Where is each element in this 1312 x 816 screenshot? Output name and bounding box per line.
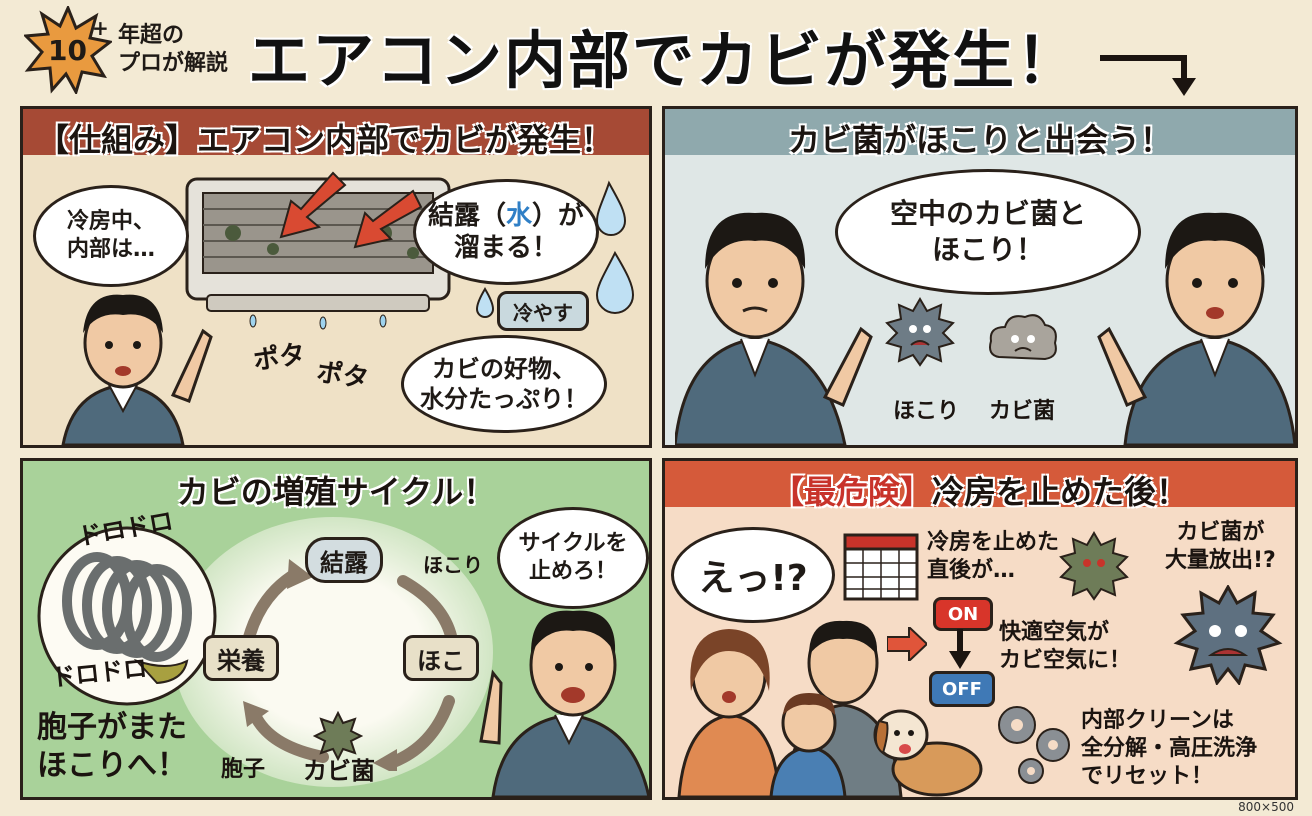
bubble-text-line: カビの好物、 [432, 355, 576, 383]
text-line: カビ空気に！ [999, 648, 1132, 673]
bubble-text-line: 溜まる！ [453, 233, 558, 263]
arrow-down-icon [949, 629, 971, 669]
title-after-cooling: 冷房を止めた後！ [932, 473, 1189, 511]
arrow-down-right-icon [1100, 55, 1196, 96]
speech-bubble-shock: えっ!? [671, 527, 835, 623]
bubble-text-line: 水分たっぷり！ [420, 385, 588, 413]
panel-most-dangerous: 【最危険】冷房を止めた後！ えっ!? 冷房を止めた 直後が… カビ菌が 大量放出… [662, 458, 1298, 800]
water-drop-icon [475, 287, 495, 318]
bubble-text-line: ほこり！ [931, 233, 1044, 266]
subtitle-line1: 年超の [118, 23, 185, 48]
speech-bubble-air: 空中のカビ菌とほこり！ [835, 169, 1141, 295]
speech-bubble-condensation: 結露（水）が 溜まる！ [413, 179, 599, 285]
text-cleaning-reset: 内部クリーンは 全分解・高圧洗浄 でリセット！ [1081, 707, 1257, 791]
text-line: 直後が… [927, 558, 1016, 583]
dust-cloud-creature-icon [989, 314, 1057, 361]
text-line: 冷房を止めた [927, 530, 1060, 555]
mold-spore-icon [313, 711, 363, 761]
panel-mechanism: 【仕組み】エアコン内部でカビが発生！ 冷房中、内部は… [20, 106, 652, 448]
text-line: カビ菌が [1176, 520, 1265, 545]
bubble-text-part: ）が [532, 201, 585, 231]
page-title: エアコン内部でカビが発生！ [248, 24, 1081, 97]
water-drops-icon [595, 180, 635, 314]
cycle-node-nutrition: 栄養 [203, 635, 279, 681]
cycle-label-spore: 胞子 [221, 757, 266, 782]
speech-bubble-cooling: 冷房中、内部は… [33, 185, 189, 287]
badge-number: 10 [48, 34, 87, 67]
sfx-drip-1: ポタ [251, 339, 308, 377]
text-line: でリセット！ [1081, 764, 1214, 789]
text-line: 全分解・高圧洗浄 [1081, 736, 1258, 761]
red-arrows-icon [279, 171, 423, 249]
angry-mold-germ-icon [1173, 585, 1283, 685]
text-line: 内部クリーンは [1081, 708, 1234, 733]
title-danger: 【最危険】 [771, 473, 932, 511]
panel1-title: 【仕組み】エアコン内部でカビが発生！ [37, 121, 614, 159]
bubble-text-line: 空中のカビ菌と [889, 197, 1086, 230]
panel-mold-meets-dust: カビ菌がほこりと出会う！ 空中のカビ菌とほこり！ [662, 106, 1298, 448]
text-mass-release: カビ菌が 大量放出!? [1165, 519, 1276, 575]
red-arrow-right-icon [887, 627, 927, 661]
caption-spores: 胞子がまた ほこりへ！ [37, 709, 187, 785]
technician-shouting-icon [479, 610, 649, 797]
badge-plus: + [92, 16, 109, 40]
panel-growth-cycle: カビの増殖サイクル！ ドロドロ ドロドロ [20, 458, 652, 800]
bubble-text-line: サイクルを [518, 531, 628, 556]
gears-icon [998, 706, 1070, 784]
family-and-dog-icon [677, 620, 983, 797]
sfx-drip-2: ポタ [314, 357, 371, 395]
water-word: 水 [505, 201, 532, 231]
speech-bubble-mold-favorite: カビの好物、水分たっぷり！ [401, 335, 607, 433]
calendar-icon [843, 533, 919, 601]
mold-spore-creature-icon [885, 297, 955, 367]
panel3-title: カビの増殖サイクル！ [176, 473, 496, 511]
label-dust: ほこり [893, 399, 960, 424]
label-cool: 冷やす [497, 291, 589, 331]
switch-off-label: OFF [929, 671, 995, 707]
technician-icon [61, 294, 213, 445]
mold-germ-icon [1059, 531, 1129, 601]
starburst-badge-icon [24, 6, 112, 94]
caption-line: ほこりへ！ [37, 748, 187, 783]
caption-line: 胞子がまた [37, 710, 187, 745]
cycle-node-dust: ほこ [403, 635, 479, 681]
label-mold: カビ菌 [989, 399, 1056, 424]
bubble-text-line: 止めろ！ [528, 559, 617, 584]
panel4-title: 【最危険】冷房を止めた後！ [665, 467, 1295, 513]
switch-on-label: ON [933, 597, 993, 631]
technician-left-icon [675, 212, 873, 445]
cycle-node-condensation: 結露 [305, 537, 383, 583]
text-air-to-mold: 快適空気が カビ空気に！ [999, 619, 1131, 675]
subtitle-line2: プロが解説 [118, 51, 229, 76]
text-right-after: 冷房を止めた 直後が… [927, 529, 1059, 585]
cycle-label-dust: ほこり [423, 553, 483, 577]
technician-right-icon [1097, 212, 1295, 445]
mold-coil-icon [37, 526, 217, 706]
speech-bubble-stop-cycle: サイクルを止めろ！ [497, 507, 649, 609]
text-line: 快適空気が [999, 620, 1110, 645]
header-subtitle: 年超の プロが解説 [118, 22, 228, 78]
panel2-title: カビ菌がほこりと出会う！ [787, 121, 1172, 159]
bubble-text-part: 結露（ [427, 201, 506, 231]
text-line: 大量放出!? [1165, 548, 1276, 573]
cycle-node-mold: カビ菌 [303, 757, 375, 785]
bubble-text-line: 冷房中、 [66, 209, 155, 234]
size-note: 800×500 [1238, 800, 1294, 814]
page-header: 10 + 年超の プロが解説 エアコン内部でカビが発生！ [0, 0, 1312, 98]
bubble-text-line: 内部は… [66, 237, 155, 262]
